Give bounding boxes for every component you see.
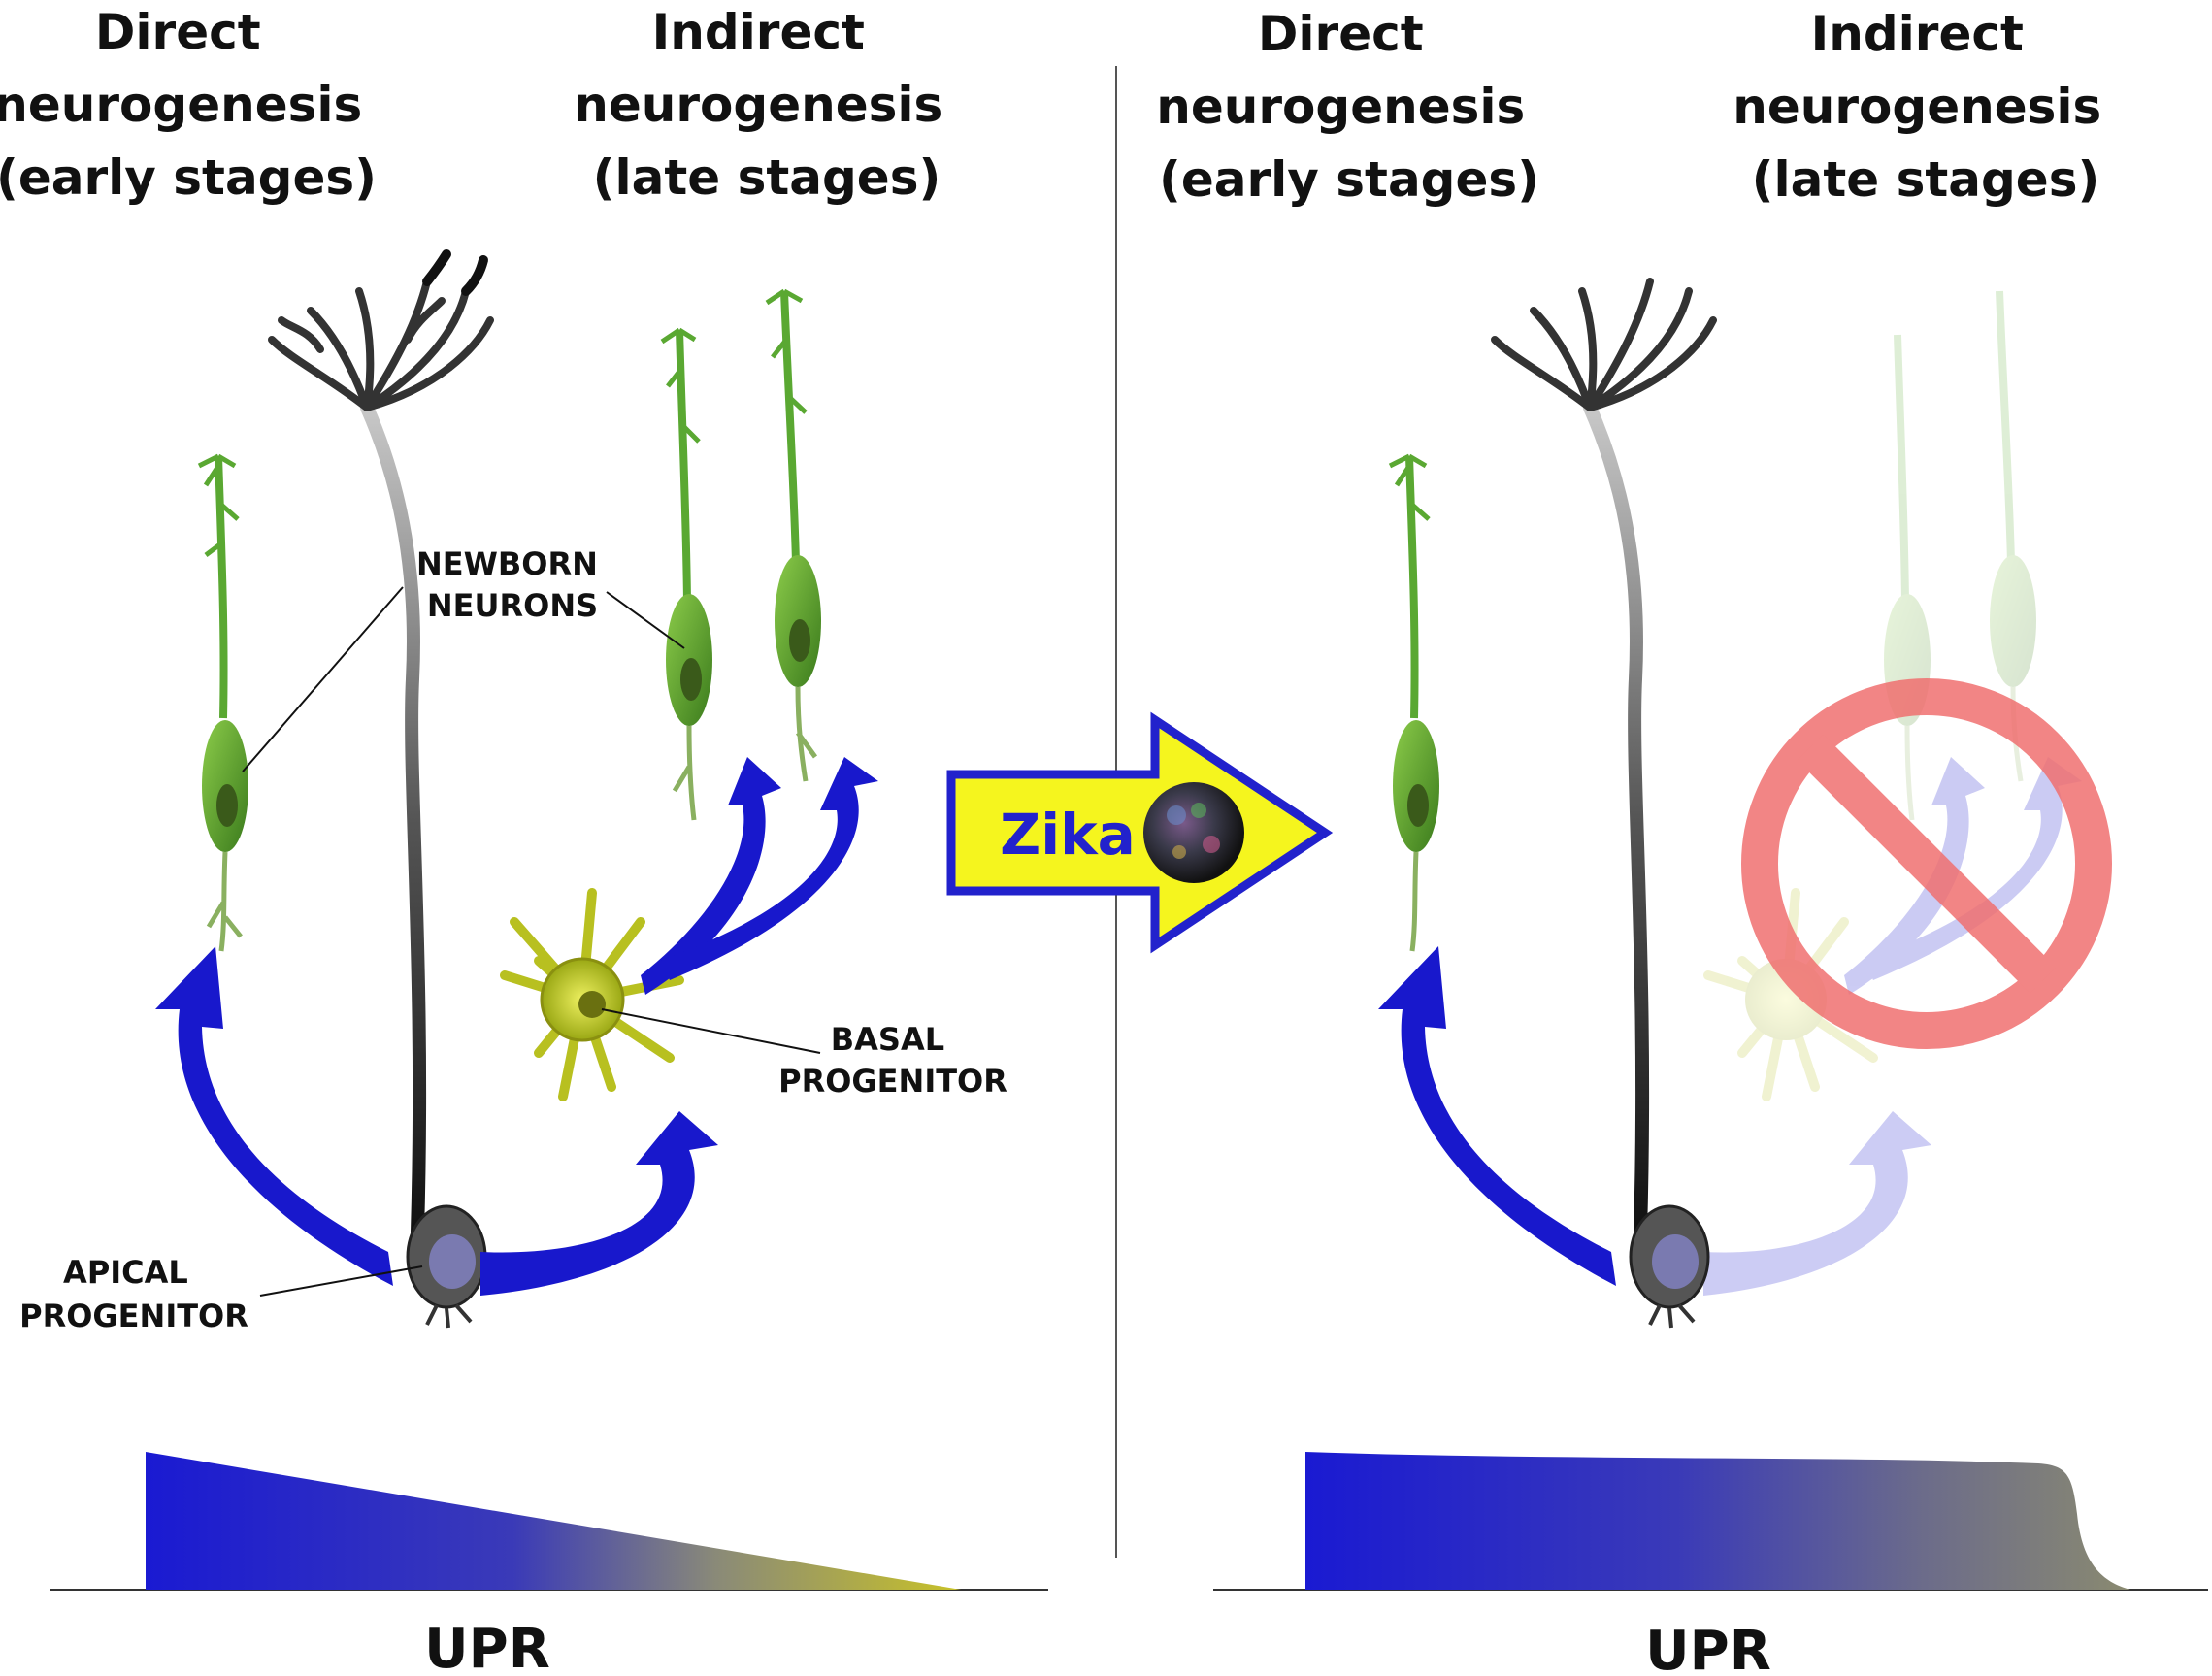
newborn-leader-line bbox=[242, 586, 404, 772]
basal-progenitor-icon bbox=[500, 888, 684, 1101]
neuron-icon bbox=[1990, 290, 2036, 782]
neuron-icon bbox=[1388, 453, 1439, 952]
apical-progenitor-icon bbox=[1629, 1204, 1710, 1329]
prohibition-icon bbox=[1741, 678, 2112, 1049]
newborn-leader-line bbox=[606, 591, 685, 649]
basal-leader-line bbox=[601, 1008, 821, 1054]
upr-label: UPR bbox=[424, 1618, 550, 1676]
blue-arrows bbox=[155, 757, 878, 1296]
left-direct-title: Direct neurogenesis (early stages) bbox=[0, 4, 380, 206]
radial-glia-icon bbox=[1491, 278, 1717, 1239]
neuron-icon bbox=[765, 288, 821, 782]
blue-arrows bbox=[1378, 946, 1616, 1286]
apical-leader-line bbox=[259, 1265, 423, 1297]
right-panel: Direct neurogenesis (early stages) Indir… bbox=[1156, 6, 2208, 1676]
neuron-icon bbox=[1884, 334, 1931, 821]
neuron-icon bbox=[660, 327, 712, 821]
left-indirect-title: Indirect neurogenesis (late stages) bbox=[574, 4, 959, 206]
left-panel: Direct neurogenesis (early stages) Indir… bbox=[0, 4, 1048, 1676]
zika-arrow: Zika bbox=[946, 711, 1334, 954]
newborn-neurons-label: NEWBORN NEURONS bbox=[416, 545, 609, 624]
right-indirect-title: Indirect neurogenesis (late stages) bbox=[1733, 6, 2118, 208]
apical-progenitor-label: APICAL PROGENITOR bbox=[19, 1254, 248, 1334]
upr-label: UPR bbox=[1645, 1620, 1771, 1676]
basal-progenitor-label: BASAL PROGENITOR bbox=[778, 1021, 1007, 1100]
faded-indirect-lineage bbox=[1703, 290, 2036, 1101]
zika-virus-icon bbox=[1143, 782, 1244, 883]
right-direct-title: Direct neurogenesis (early stages) bbox=[1156, 6, 1541, 208]
apical-progenitor-icon bbox=[406, 1204, 487, 1329]
upr-profile-right bbox=[1305, 1452, 2130, 1590]
upr-profile-left bbox=[146, 1452, 961, 1590]
radial-glia-icon bbox=[268, 249, 494, 1239]
zika-label: Zika bbox=[1000, 802, 1136, 868]
neuron-icon bbox=[197, 453, 248, 952]
